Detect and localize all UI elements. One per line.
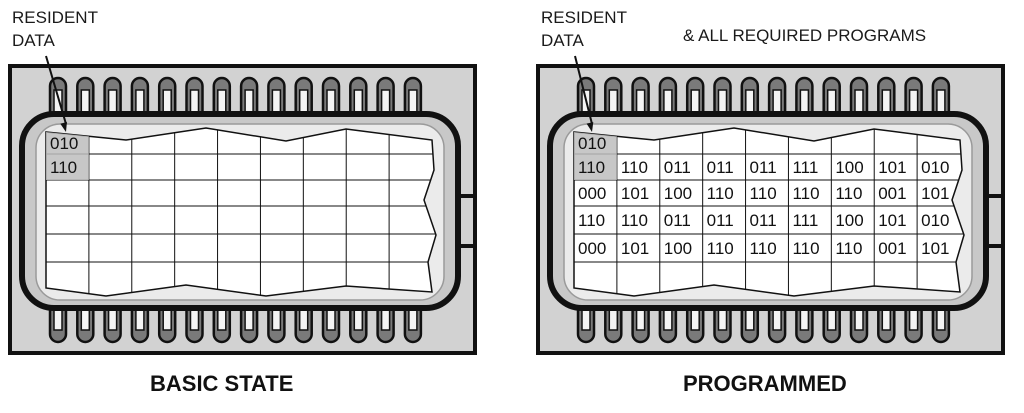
grid-cell-value: 110	[792, 239, 819, 258]
grid-cell-value: 010	[578, 134, 606, 153]
grid-cell-value: 100	[835, 211, 863, 230]
caption-basic-state: BASIC STATE	[150, 371, 294, 396]
resident-data-label-basic: RESIDENT DATA	[12, 8, 98, 50]
resident-data-cells	[46, 132, 89, 180]
grid-cell-value: 010	[50, 134, 78, 153]
grid-cell-value: 010	[921, 158, 949, 177]
grid-cell-value: 110	[621, 211, 648, 230]
resident-data-label-programmed: RESIDENT DATA	[541, 8, 627, 50]
grid-cell-value: 110	[50, 158, 77, 177]
grid-cell-value: 000	[578, 239, 606, 258]
grid-cell-value: 011	[750, 158, 777, 177]
arrow-line	[574, 55, 593, 125]
memory-grid-paper	[45, 127, 437, 297]
grid-cell-value: 111	[792, 158, 818, 177]
grid-lines: 010 110 110 011 011 011 111 100 101 010 000 101 100 1…	[574, 128, 964, 296]
grid-cell-value: 101	[921, 239, 949, 258]
grid-cell-value: 111	[792, 211, 818, 230]
grid-cell-value: 000	[578, 184, 606, 203]
grid-cell-value: 110	[621, 158, 648, 177]
grid-cell-value: 101	[878, 211, 906, 230]
grid-cell-value: 011	[707, 158, 734, 177]
resident-data-cells	[574, 132, 617, 180]
grid-cell-value: 100	[664, 184, 692, 203]
grid-cell-value: 110	[750, 239, 777, 258]
grid-cell-value: 001	[878, 239, 906, 258]
grid-cell-value: 110	[835, 184, 862, 203]
grid-cell-value: 101	[921, 184, 949, 203]
grid-cell-value: 110	[707, 184, 734, 203]
grid-cell-value: 110	[578, 211, 605, 230]
memory-grid-paper	[573, 127, 965, 297]
grid-cell-value: 011	[707, 211, 734, 230]
grid-cell-value: 100	[835, 158, 863, 177]
grid-cell-value: 110	[835, 239, 862, 258]
grid-cell-value: 110	[578, 158, 605, 177]
grid-cell-value: 010	[921, 211, 949, 230]
grid-cell-value: 101	[878, 158, 906, 177]
grid-cell-value: 011	[664, 158, 691, 177]
grid-cell-value: 110	[792, 184, 819, 203]
grid-cell-value: 011	[750, 211, 777, 230]
chip-programmed: 010 110 110 011 011 011 111 100 101 010 000 101 100 1…	[536, 55, 1005, 355]
grid-cell-value: 100	[664, 239, 692, 258]
package-notch	[980, 194, 1005, 248]
arrow-line	[45, 55, 67, 125]
grid-cell-value: 011	[664, 211, 691, 230]
arrow-head	[60, 122, 67, 132]
package-notch	[452, 194, 477, 248]
grid-cell-value: 110	[707, 239, 734, 258]
required-programs-label-programmed: & ALL REQUIRED PROGRAMS	[683, 26, 927, 45]
caption-programmed: PROGRAMMED	[683, 371, 847, 396]
grid-cell-value: 001	[878, 184, 906, 203]
grid-cell-value: 101	[621, 239, 649, 258]
grid-cell-value: 110	[750, 184, 777, 203]
grid-cell-value: 101	[621, 184, 649, 203]
arrow-head	[586, 122, 594, 132]
